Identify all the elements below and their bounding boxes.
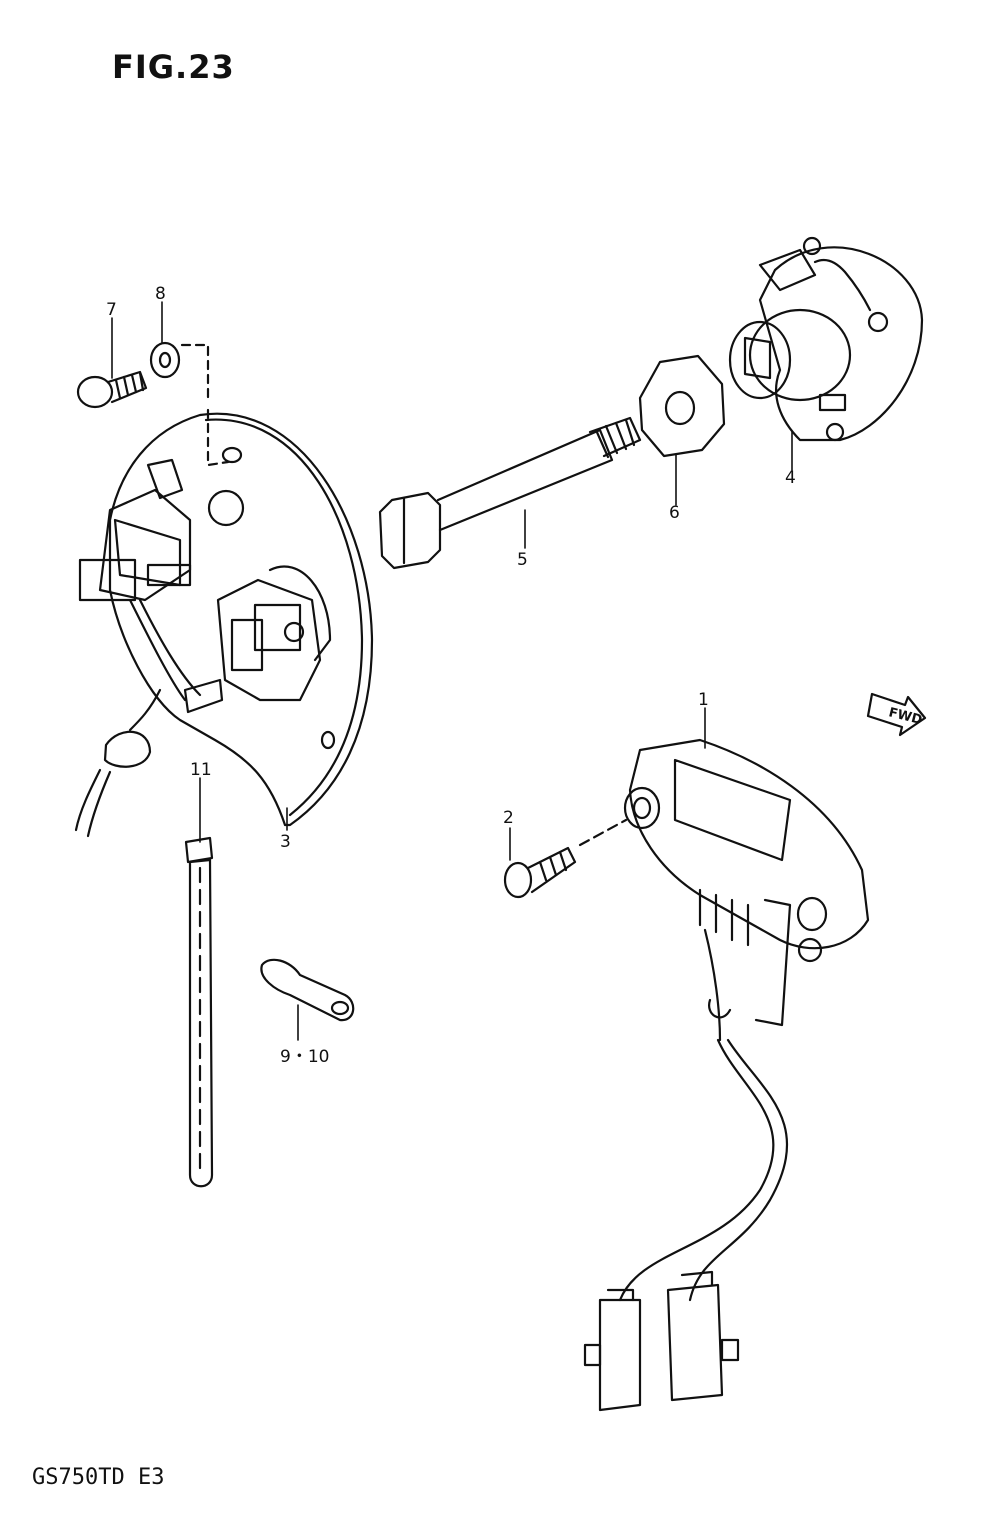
nut-6	[638, 354, 726, 458]
callout-3: 3	[280, 832, 291, 852]
callout-6: 6	[669, 503, 680, 523]
model-code: GS750TD E3	[32, 1465, 165, 1490]
callout-4: 4	[785, 468, 796, 488]
igniter-unit-1	[583, 738, 870, 1412]
governor-assembly-4	[728, 236, 924, 442]
callout-1: 1	[698, 690, 709, 710]
figure-title: FIG.23	[112, 48, 235, 86]
screw-7	[76, 370, 148, 409]
cable-tie-11	[184, 836, 214, 1188]
leader-screw-2	[578, 818, 628, 847]
leader-washer-8-plate	[206, 408, 230, 467]
pickup-base-plate	[74, 412, 374, 838]
callout-8: 8	[155, 284, 166, 304]
fwd-arrow-icon	[866, 692, 927, 737]
callout-5: 5	[517, 550, 528, 570]
advancer-bolt-5	[378, 416, 642, 570]
callout-7: 7	[106, 300, 117, 320]
callout-2: 2	[503, 808, 514, 828]
callout-leaders	[111, 301, 793, 1041]
screw-2	[503, 846, 577, 899]
clamp-9-10	[260, 958, 355, 1022]
callout-11: 11	[190, 760, 212, 780]
washer-8	[149, 341, 181, 379]
leader-washer-8	[180, 343, 210, 402]
callout-9-10: 9・10	[280, 1047, 330, 1067]
